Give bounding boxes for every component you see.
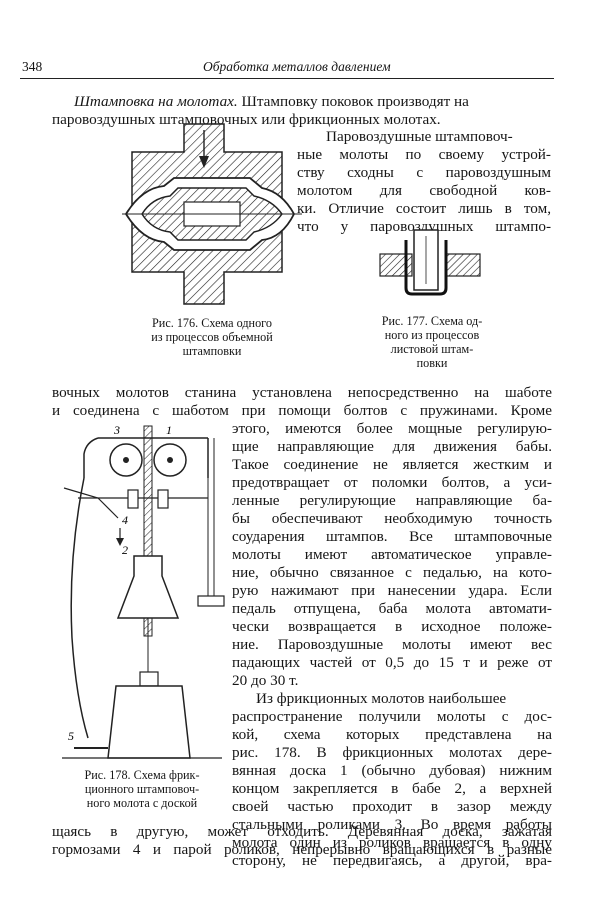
body-line: ные молоты по своему устрой-: [297, 146, 551, 163]
body-line: гормозами 4 и парой роликов, непрерывно …: [52, 841, 552, 858]
body-line: ки. Отличие состоит лишь в том,: [297, 200, 551, 217]
body-line: что у паровоздушных штампо-: [297, 218, 551, 235]
body-line: молота один из роликов вращается в одну: [232, 834, 552, 851]
fig178-label: 2: [122, 543, 128, 557]
body-line: рис. 178. В фрикционных молотах дере-: [232, 744, 552, 761]
figure-177-caption-line: повки: [416, 356, 448, 370]
body-line: Такое соединение не является жестким и: [232, 456, 552, 473]
body-line: Паровоздушные штамповоч-: [326, 128, 513, 145]
body-line: распространение получили молоты с дос-: [232, 708, 552, 725]
body-line: молоты имеют автоматическое управле-: [232, 546, 552, 563]
intro-line-1: Штамповка на молотах. Штамповку поковок …: [74, 93, 469, 111]
fig178-label: 5: [68, 729, 74, 743]
body-line: ству сходны с паровоздушным: [297, 164, 551, 181]
fig178-label: 3: [113, 423, 120, 437]
figure-177: [379, 229, 481, 296]
body-line: чески возвращается в исходное положе-: [232, 618, 552, 635]
intro-line-2: паровоздушных штамповочных или фрикционн…: [52, 111, 441, 128]
running-title: Обработка металлов давлением: [203, 59, 391, 74]
body-line: щаясь в другую, может отходить. Деревянн…: [52, 823, 552, 840]
body-line: и соединена с шаботом при помощи болтов …: [52, 402, 552, 419]
fig178-label: 4: [122, 513, 128, 527]
section-heading: Штамповка на молотах.: [74, 93, 238, 110]
body-line: предотвращает от поломки болтов, а уси-: [232, 474, 552, 491]
body-line: ленные регулирующие направляющие ба-: [232, 492, 552, 509]
figure-177-caption-line: Рис. 177. Схема од-: [381, 314, 483, 328]
figure-176-caption-line: Рис. 176. Схема одного: [152, 316, 272, 330]
body-line: концом закрепляется в бабе 2, а верхней: [232, 780, 552, 797]
body-line: стальными роликами 3. Во время работы: [232, 816, 552, 833]
figure-178-caption-line: Рис. 178. Схема фрик-: [84, 768, 200, 782]
body-line: кой, схема которых представлена на: [232, 726, 552, 743]
figure-178: 1 2 3 4 5: [62, 423, 225, 759]
intro-text: Штамповку поковок производят на: [237, 93, 469, 110]
figure-176: [122, 123, 302, 305]
body-line: этого, имеются более мощные регулирую-: [232, 420, 552, 437]
body-line: своей частью проходит в зазор между: [232, 798, 552, 815]
figure-176-caption-line: из процессов объемной: [151, 330, 273, 344]
body-line: рую нажимают при нанесении удара. Если: [232, 582, 552, 599]
body-line: 20 до 30 т.: [232, 672, 299, 689]
body-line: ние, обычно связанное с педалью, на кото…: [232, 564, 552, 581]
body-line: щие направляющие для движения бабы.: [232, 438, 552, 455]
body-line: сторону, не передвигаясь, а другой, вра-: [232, 852, 552, 869]
body-line: соударения штампов. Все штамповочные: [232, 528, 552, 545]
body-line: бы обеспечивают необходимую точность: [232, 510, 552, 527]
figure-176-caption-line: штамповки: [182, 344, 242, 358]
figure-178-caption-line: ционного штамповоч-: [84, 782, 200, 796]
body-line: молотом для свободной ков-: [297, 182, 551, 199]
page-number: 348: [22, 59, 43, 74]
body-line: вочных молотов станина установлена непос…: [52, 384, 552, 401]
figure-177-caption-line: листовой штам-: [390, 342, 474, 356]
header-rule: [20, 78, 554, 79]
fig178-label: 1: [166, 423, 172, 437]
body-line: Из фрикционных молотов наибольшее: [256, 690, 507, 707]
body-line: ние. Паровоздушные молоты имеют вес: [232, 636, 552, 653]
body-line: падающих частей от 0,5 до 15 т и реже от: [232, 654, 552, 671]
body-line: педаль отпущена, баба молота автомати-: [232, 600, 552, 617]
body-line: вянная доска 1 (обычно дубовая) нижним: [232, 762, 552, 779]
figure-177-caption-line: ного из процессов: [384, 328, 480, 342]
figure-178-caption-line: ного молота с доской: [86, 796, 198, 810]
